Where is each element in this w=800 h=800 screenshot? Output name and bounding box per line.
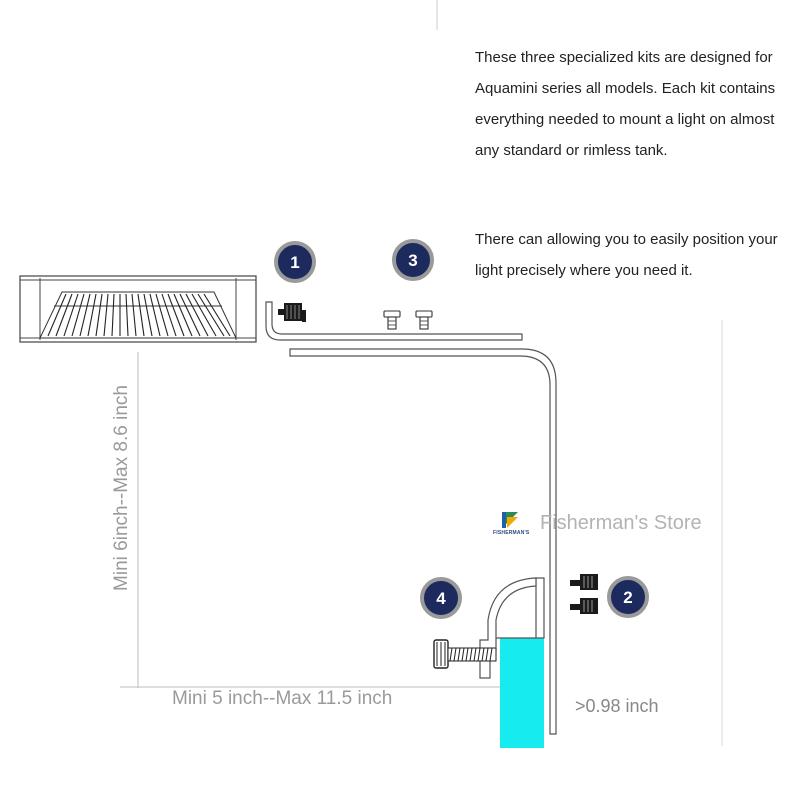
store-watermark: Fisherman's Store (540, 512, 702, 534)
badge-3: 3 (392, 239, 434, 281)
badge-1-number: 1 (290, 253, 299, 272)
aquarium-glass (500, 638, 544, 748)
badge-1: 1 (274, 241, 316, 283)
glass-clamp (479, 577, 545, 679)
height-dimension-label: Mini 6inch--Max 8.6 inch (111, 385, 132, 591)
badge-4: 4 (420, 577, 462, 619)
bracket-clip-screw (278, 303, 306, 322)
kit-3-screw-right (415, 310, 433, 330)
light-fixture-vents (47, 293, 231, 337)
badge-2: 2 (607, 576, 649, 618)
kit-2-screw-top (570, 574, 598, 590)
description-paragraph-1: These three specialized kits are designe… (475, 49, 776, 159)
clamp-thumb-screw (433, 639, 497, 669)
kit-2-screw-bottom (570, 598, 598, 614)
store-logo-text: FISHERMAN'S (493, 530, 530, 536)
badge-2-number: 2 (623, 588, 632, 607)
l-shaped-arm (289, 348, 557, 735)
badge-3-number: 3 (408, 251, 417, 270)
description-paragraph-2: There can allowing you to easily positio… (475, 231, 778, 279)
badge-4-number: 4 (436, 589, 446, 608)
width-dimension-label: Mini 5 inch--Max 11.5 inch (172, 688, 393, 709)
store-logo-icon (502, 512, 518, 528)
top-bracket-bar (265, 301, 523, 341)
light-fixture (19, 275, 257, 343)
kit-3-screw-left (383, 310, 401, 330)
glass-thickness-label: >0.98 inch (575, 696, 659, 716)
